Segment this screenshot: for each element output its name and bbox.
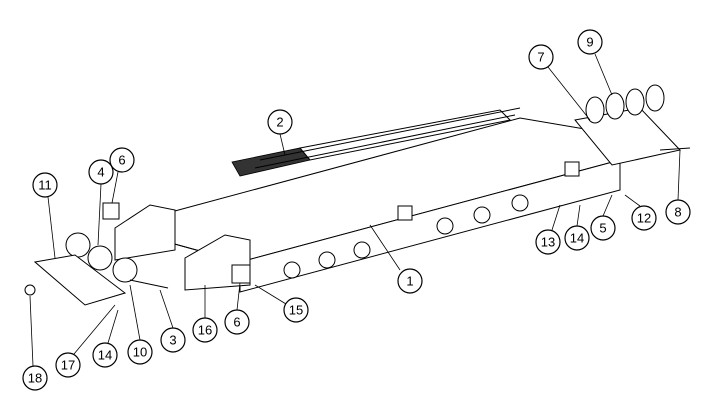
svg-text:5: 5 [599, 221, 606, 236]
conveyor-frame [159, 117, 621, 293]
callout-12: 12 [624, 194, 657, 231]
drive-end-assembly [24, 202, 251, 306]
svg-text:15: 15 [289, 303, 303, 318]
callout-15: 15 [254, 284, 309, 323]
callout-18: 18 [22, 295, 48, 391]
callout-7: 7 [528, 44, 591, 121]
callout-4: 4 [88, 159, 114, 246]
callout-13: 13 [535, 204, 561, 255]
svg-text:4: 4 [97, 165, 104, 180]
svg-text:14: 14 [570, 231, 584, 246]
callout-8: 8 [665, 149, 691, 225]
callout-6-bottom: 6 [224, 282, 250, 335]
svg-text:9: 9 [586, 35, 593, 50]
callout-14-left: 14 [92, 309, 119, 368]
svg-text:12: 12 [637, 211, 651, 226]
callout-2: 2 [267, 109, 293, 156]
svg-text:13: 13 [541, 235, 555, 250]
svg-text:18: 18 [28, 371, 42, 386]
callout-17: 17 [55, 304, 116, 378]
svg-text:8: 8 [674, 205, 681, 220]
svg-text:14: 14 [98, 348, 112, 363]
callout-11: 11 [32, 172, 58, 259]
svg-text:6: 6 [233, 315, 240, 330]
svg-text:1: 1 [406, 274, 413, 289]
callout-6-top: 6 [109, 147, 135, 204]
callout-5: 5 [590, 194, 616, 241]
callout-9: 9 [577, 29, 613, 96]
svg-text:7: 7 [537, 50, 544, 65]
callout-14-right: 14 [564, 204, 590, 251]
svg-text:11: 11 [38, 178, 52, 193]
callout-3: 3 [159, 289, 186, 353]
callout-1: 1 [369, 224, 423, 294]
svg-text:3: 3 [169, 333, 176, 348]
callout-16: 16 [192, 285, 218, 343]
belt-chain [231, 107, 521, 177]
svg-text:17: 17 [61, 358, 75, 373]
callout-10: 10 [127, 284, 153, 365]
svg-text:2: 2 [276, 115, 283, 130]
svg-text:6: 6 [118, 153, 125, 168]
svg-text:10: 10 [133, 345, 147, 360]
svg-text:16: 16 [198, 323, 212, 338]
